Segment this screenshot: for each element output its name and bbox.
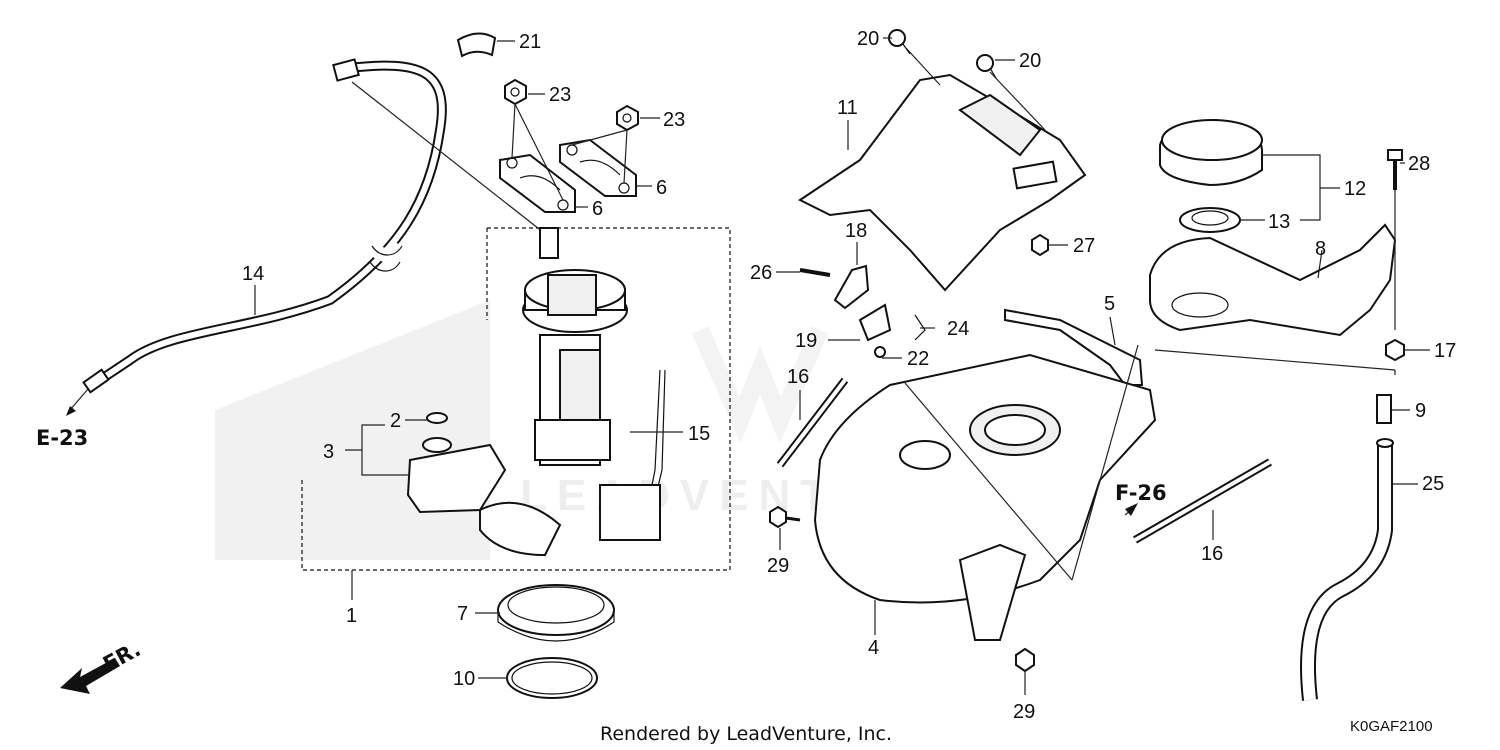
label-29a: 29 [767, 555, 789, 577]
part-20-screw-b [976, 54, 997, 79]
part-11-cover [798, 73, 1087, 292]
label-14: 14 [242, 263, 264, 285]
part-6-plate-a [499, 153, 576, 213]
part-10-oring [506, 657, 598, 699]
part-27-bolt [1031, 233, 1049, 257]
part-7-gasket [497, 584, 615, 642]
part-19-bracket [858, 303, 892, 342]
ref-e23[interactable]: E-23 [36, 388, 89, 450]
part-29-bolt-b [1015, 647, 1035, 673]
label-18: 18 [845, 220, 867, 242]
part-16-hose-a [776, 377, 849, 468]
part-8-bracket [1149, 223, 1397, 337]
part-22-screw [874, 346, 886, 358]
part-9-fitting [1376, 394, 1392, 424]
part-17-nut [1385, 338, 1405, 362]
part-28-bolt [1387, 149, 1403, 190]
part-21-clamp [456, 32, 497, 58]
label-17: 17 [1434, 340, 1456, 362]
label-16a: 16 [787, 366, 809, 388]
part-24-spring [914, 314, 926, 341]
label-20b: 20 [1019, 50, 1041, 72]
label-16b: 16 [1201, 543, 1223, 565]
label-29b: 29 [1013, 701, 1035, 723]
callout-leaders [254, 37, 1430, 695]
label-22: 22 [907, 348, 929, 370]
watermark-logo [691, 326, 829, 444]
label-26: 26 [750, 262, 772, 284]
label-12: 12 [1344, 178, 1366, 200]
label-19: 19 [795, 330, 817, 352]
part-1-fuel-pump [522, 227, 628, 466]
part-3-filter [406, 437, 507, 514]
part-14-fuel-hose [82, 58, 447, 394]
part-18-latch [833, 264, 870, 310]
footer-credit: Rendered by LeadVenture, Inc. [600, 723, 892, 745]
label-8: 8 [1315, 238, 1326, 260]
label-27: 27 [1073, 235, 1095, 257]
label-9: 9 [1415, 400, 1426, 422]
fuel-pump-assembly-box [301, 227, 731, 571]
label-6b: 6 [656, 177, 667, 199]
part-20-screw-a [888, 29, 911, 55]
label-4: 4 [868, 637, 879, 659]
part-26-pin [799, 268, 831, 277]
ref-f26-label: F-26 [1115, 481, 1167, 505]
label-5: 5 [1104, 293, 1115, 315]
label-21: 21 [519, 31, 541, 53]
part-23-nut-a [504, 78, 527, 106]
part-23-nut-b [616, 104, 639, 132]
label-6a: 6 [592, 198, 603, 220]
dotted-shade [215, 300, 490, 560]
label-28: 28 [1408, 153, 1430, 175]
part-15-sender [479, 369, 666, 557]
part-12-cap [1159, 118, 1263, 187]
label-13: 13 [1268, 211, 1290, 233]
label-11: 11 [837, 97, 858, 119]
label-20a: 20 [857, 28, 879, 50]
part-16-hose-b [1132, 458, 1273, 544]
label-25: 25 [1422, 473, 1444, 495]
ref-f26[interactable]: F-26 [1115, 481, 1167, 516]
label-10: 10 [453, 668, 475, 690]
label-2: 2 [390, 410, 401, 432]
label-3: 3 [323, 441, 334, 463]
part-labels: 1 2 3 4 5 6 6 7 8 9 10 11 12 13 14 15 16… [242, 28, 1456, 723]
part-2-oring [426, 412, 448, 424]
part-29-bolt-a [769, 505, 801, 529]
label-1: 1 [346, 605, 357, 627]
part-4-fuel-tank [813, 353, 1157, 641]
label-7: 7 [457, 603, 468, 625]
diagram-code: K0GAF2100 [1350, 718, 1433, 735]
front-direction-arrow: FR. [60, 637, 145, 694]
ref-e23-label: E-23 [36, 426, 88, 450]
part-13-seal [1179, 207, 1241, 233]
label-23b: 23 [663, 109, 685, 131]
label-15: 15 [688, 423, 710, 445]
label-23a: 23 [549, 84, 571, 106]
part-25-hose [1300, 438, 1394, 701]
label-24: 24 [947, 318, 969, 340]
